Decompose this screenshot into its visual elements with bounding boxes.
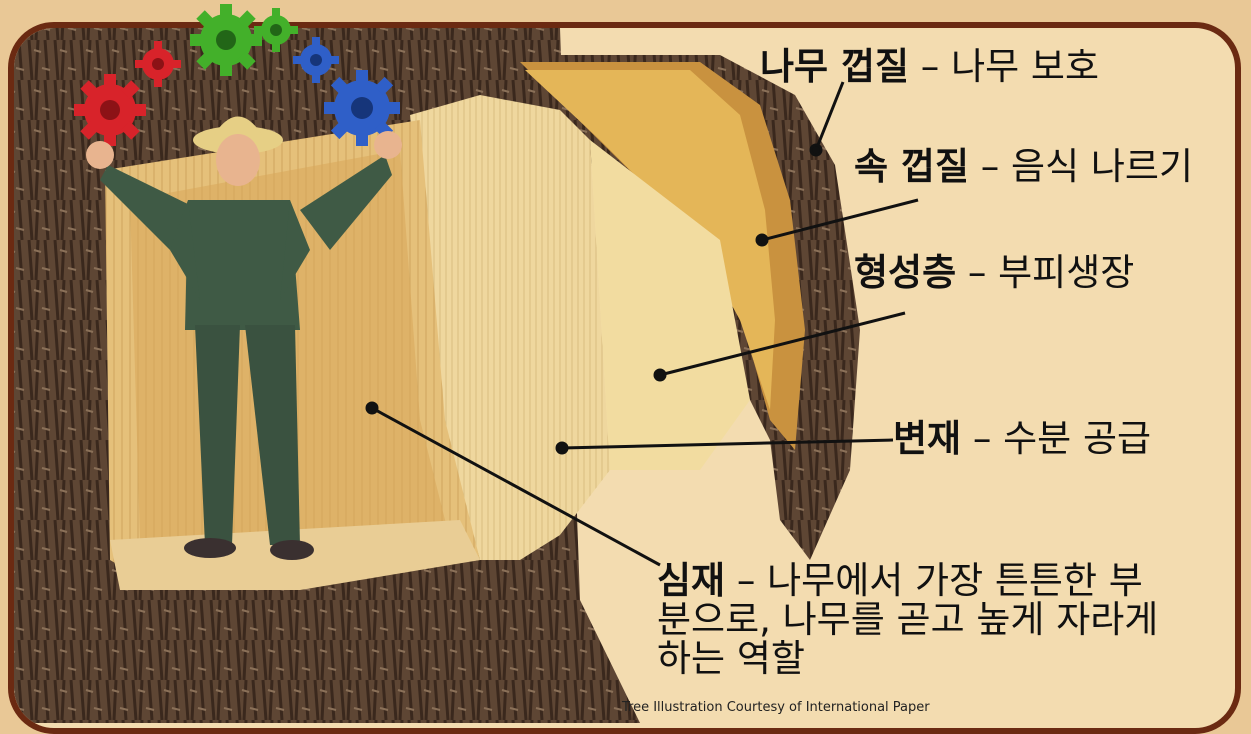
cambium-layer [525,70,775,410]
label-cambium-term: 형성층 [854,251,957,294]
label-sapwood-desc: – 수분 공급 [961,417,1152,460]
label-sapwood: 변재 – 수분 공급 [893,417,1152,460]
illustration-credit: Tree Illustration Courtesy of Internatio… [622,700,930,715]
label-cambium: 형성층 – 부피생장 [854,251,1135,294]
label-heartwood: 심재 – 나무에서 가장 튼튼한 부 분으로, 나무를 곧고 높게 자라게 하는… [657,559,1159,680]
label-bark-desc: – 나무 보호 [909,45,1099,88]
label-inner-bark-desc: – 음식 나르기 [969,145,1193,188]
label-bark-term: 나무 껍질 [760,45,910,88]
label-sapwood-term: 변재 [893,417,962,460]
ranger-figure [86,116,402,560]
label-heartwood-desc-1: – 나무에서 가장 튼튼한 부 [725,559,1143,602]
label-cambium-desc: – 부피생장 [956,251,1135,294]
label-inner-bark-term: 속 껍질 [854,145,970,188]
label-heartwood-desc-2: 분으로, 나무를 곧고 높게 자라게 [657,597,1159,641]
leader-lines [365,81,919,567]
label-heartwood-desc-3: 하는 역할 [657,636,805,680]
label-bark: 나무 껍질 – 나무 보호 [760,45,1099,88]
label-inner-bark: 속 껍질 – 음식 나르기 [854,145,1193,188]
gear-icons [74,4,400,146]
label-heartwood-term: 심재 [657,559,726,602]
